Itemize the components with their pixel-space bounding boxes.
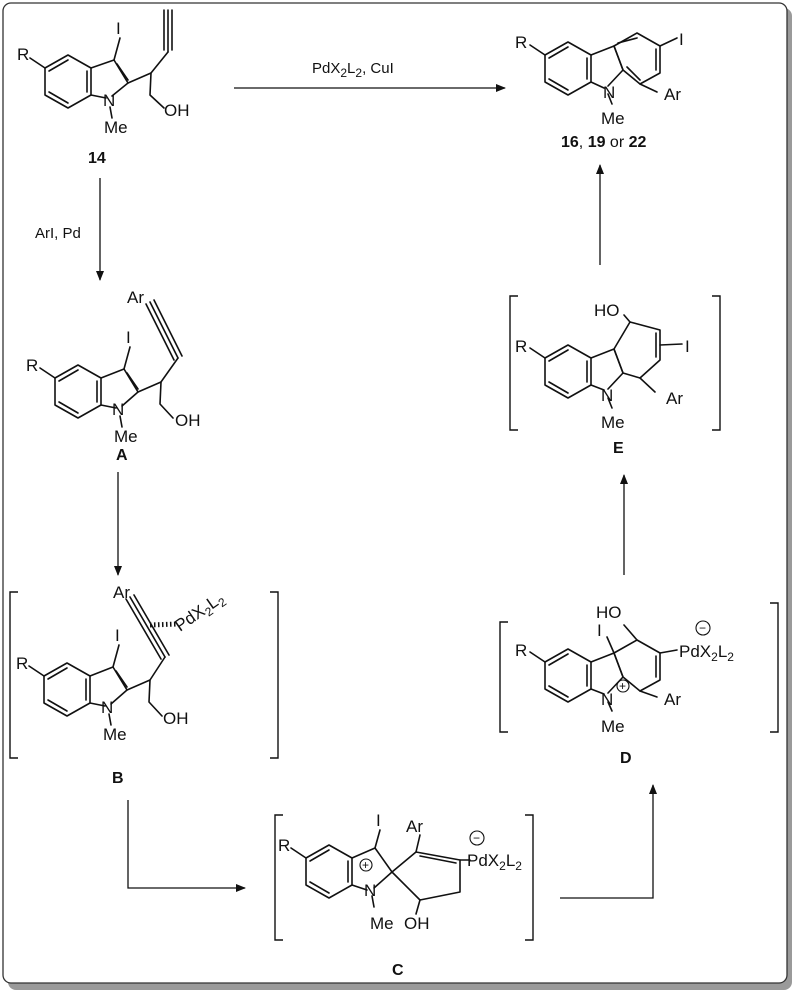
iodine-label: I <box>115 626 120 645</box>
r-group-label: R <box>515 337 527 356</box>
methyl-label: Me <box>601 717 625 736</box>
iodine-label: I <box>679 30 684 49</box>
methyl-label: Me <box>114 427 138 446</box>
nitrogen-label: N <box>364 881 376 900</box>
compound-14: I R N Me OH 14 <box>17 9 190 167</box>
label-14: 14 <box>88 150 106 167</box>
aryl-label: Ar <box>406 817 423 836</box>
nitrogen-label: N <box>601 386 613 405</box>
arrow-b-to-c <box>127 800 246 892</box>
label-b: B <box>112 770 124 787</box>
label-products: 16, 19 or 22 <box>561 134 647 151</box>
r-group-label: R <box>515 641 527 660</box>
condition-top: PdX2L2, CuI <box>312 60 394 80</box>
nitrogen-label: N <box>601 690 613 709</box>
label-e: E <box>613 440 624 457</box>
intermediate-e: R HO I N Me Ar E <box>509 295 721 457</box>
label-d: D <box>620 750 632 767</box>
nitrogen-label: N <box>112 400 124 419</box>
product-carbazole: R I N Ar Me 16, 19 or 22 <box>515 30 684 151</box>
aryl-label: Ar <box>127 288 144 307</box>
nitrogen-label: N <box>101 698 113 717</box>
methyl-label: Me <box>104 118 128 137</box>
intermediate-a: R I N Me OH Ar A <box>26 288 201 464</box>
aryl-label: Ar <box>666 389 683 408</box>
iodine-label: I <box>685 337 690 356</box>
arrow-c-to-d <box>560 784 657 899</box>
hydroxyl-label: OH <box>164 101 190 120</box>
negative-charge-icon <box>695 620 711 636</box>
methyl-label: Me <box>601 413 625 432</box>
methyl-label: Me <box>370 914 394 933</box>
nitrogen-label: N <box>103 91 115 110</box>
label-c: C <box>392 962 404 979</box>
hydroxyl-label: OH <box>404 914 430 933</box>
label-a: A <box>116 447 128 464</box>
methyl-label: Me <box>103 725 127 744</box>
minus-sign: − <box>699 621 706 635</box>
plus-sign: + <box>362 858 369 872</box>
hydroxyl-label: OH <box>175 411 201 430</box>
intermediate-d: + R I HO N Me Ar PdX2L2 − D <box>499 602 779 767</box>
pd-complex-label: PdX2L2 <box>679 642 734 664</box>
positive-charge-icon <box>616 679 630 693</box>
intermediate-c: + R I N Me OH Ar PdX2L2 − C <box>274 811 534 979</box>
positive-charge-icon <box>359 858 373 872</box>
iodine-label: I <box>116 19 121 38</box>
hydroxyl-label: OH <box>163 709 189 728</box>
hydroxyl-label: HO <box>596 603 622 622</box>
aryl-label: Ar <box>664 690 681 709</box>
r-group-label: R <box>515 33 527 52</box>
r-group-label: R <box>26 356 38 375</box>
nitrogen-label: N <box>603 83 615 102</box>
hashed-bond <box>149 621 179 628</box>
pd-complex-label: PdX2L2 <box>467 851 522 873</box>
hydroxyl-label: HO <box>594 301 620 320</box>
aryl-label: Ar <box>113 583 130 602</box>
iodine-label: I <box>126 328 131 347</box>
r-group-label: R <box>16 654 28 673</box>
iodine-label: I <box>376 811 381 830</box>
minus-sign: − <box>473 831 480 845</box>
aryl-label: Ar <box>664 85 681 104</box>
iodine-label: I <box>597 621 602 640</box>
negative-charge-icon <box>469 830 485 846</box>
plus-sign: + <box>619 679 626 693</box>
methyl-label: Me <box>601 109 625 128</box>
r-group-label: R <box>278 836 290 855</box>
r-group-label: R <box>17 45 29 64</box>
condition-step1: ArI, Pd <box>35 225 81 242</box>
